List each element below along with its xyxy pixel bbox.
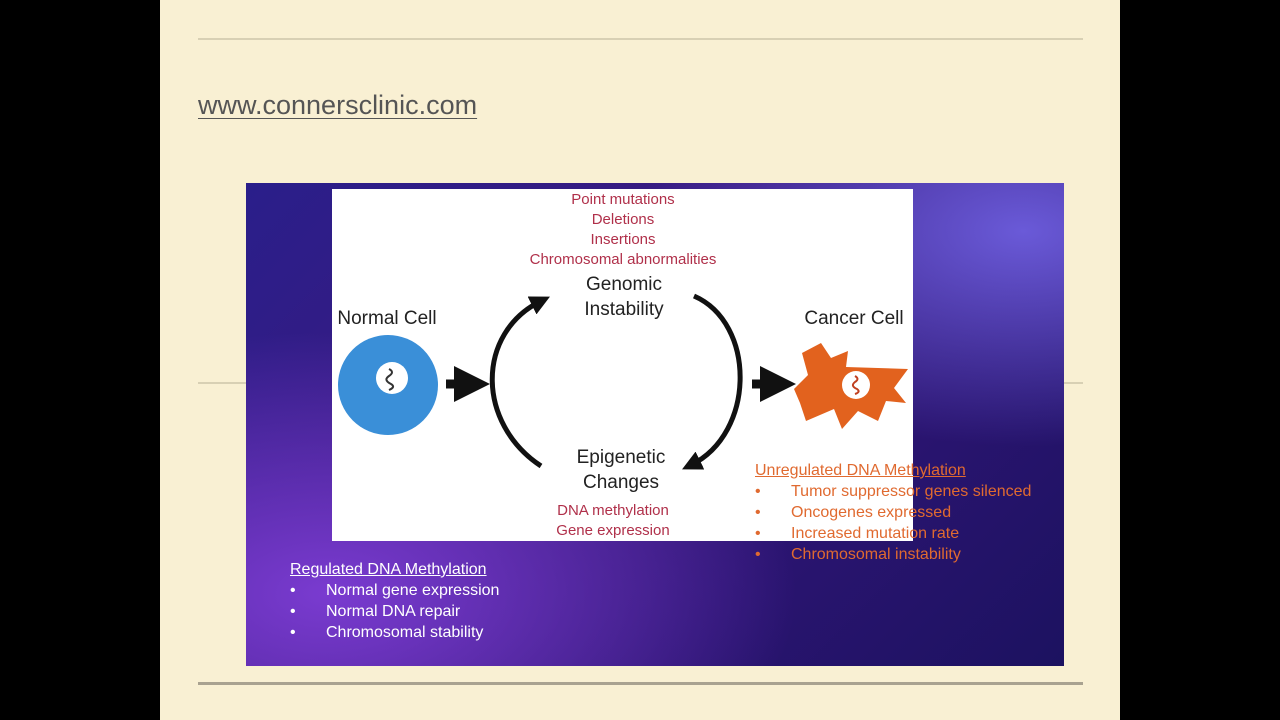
cause-item: DNA methylation [557, 502, 669, 519]
cause-item: Insertions [590, 231, 656, 248]
cycle-arrow-down-icon [682, 293, 743, 470]
top-divider [198, 38, 1083, 40]
cancer-cell-label: Cancer Cell [804, 308, 904, 329]
cycle-diagram [338, 293, 908, 470]
list-item: •Oncogenes expressed [755, 504, 952, 521]
list-item: •Chromosomal instability [755, 546, 961, 563]
list-item: •Normal DNA repair [290, 603, 461, 620]
cycle-arrow-up-icon [489, 296, 550, 469]
list-item: •Chromosomal stability [290, 624, 484, 641]
genomic-causes-list: Point mutations Deletions Insertions Chr… [476, 190, 770, 270]
dna-methylation-figure: Point mutations Deletions Insertions Chr… [246, 183, 1064, 666]
regulated-methylation-box: Regulated DNA Methylation •Normal gene e… [290, 559, 499, 643]
unregulated-title: Unregulated DNA Methylation [755, 462, 966, 479]
cause-item: Deletions [591, 211, 655, 228]
regulated-title: Regulated DNA Methylation [290, 561, 487, 578]
cause-item: Gene expression [556, 522, 670, 539]
nucleus-icon [376, 362, 408, 394]
list-item: •Tumor suppressor genes silenced [755, 483, 1032, 500]
cause-item: Chromosomal abnormalities [529, 251, 717, 268]
website-link[interactable]: www.connersclinic.com [198, 90, 478, 120]
list-item: •Increased mutation rate [755, 525, 960, 542]
epigenetic-causes-list: DNA methylation Gene expression [536, 501, 690, 541]
cause-item: Point mutations [571, 191, 675, 208]
unregulated-methylation-box: Unregulated DNA Methylation •Tumor suppr… [755, 460, 1031, 565]
bottom-divider [198, 682, 1083, 685]
normal-cell-label: Normal Cell [337, 308, 437, 329]
list-item: •Normal gene expression [290, 582, 500, 599]
